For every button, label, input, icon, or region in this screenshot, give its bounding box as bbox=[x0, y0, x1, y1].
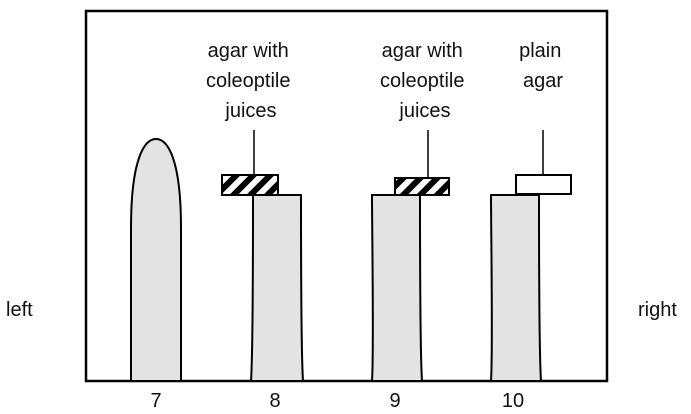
block-label-8-line-3: juices bbox=[224, 100, 276, 122]
block-label-9-line-2: coleoptile bbox=[380, 70, 465, 92]
seedling-8-cut-stem bbox=[249, 194, 305, 382]
seedling-number-7: 7 bbox=[150, 390, 161, 412]
block-label-10-line-2: agar bbox=[523, 70, 563, 92]
seedling-7-intact-coleoptile bbox=[130, 137, 182, 382]
block-label-8: agar with coleoptile juices bbox=[206, 40, 296, 122]
side-label-right: right bbox=[638, 299, 677, 321]
seedling-number-8: 8 bbox=[269, 390, 280, 412]
side-label-left: left bbox=[6, 299, 33, 321]
seedling-9-cut-stem bbox=[370, 194, 424, 382]
agar-block-with-juices-9 bbox=[394, 177, 450, 196]
block-label-8-line-1: agar with bbox=[208, 40, 289, 62]
block-label-10: plain agar bbox=[519, 40, 567, 92]
seedling-number-10: 10 bbox=[502, 390, 524, 412]
agar-block-with-juices-8 bbox=[221, 174, 279, 196]
block-label-9-line-3: juices bbox=[398, 100, 450, 122]
block-label-8-line-2: coleoptile bbox=[206, 70, 291, 92]
block-label-10-line-1: plain bbox=[519, 40, 561, 62]
seedling-10-cut-stem bbox=[489, 194, 543, 382]
seedling-number-9: 9 bbox=[389, 390, 400, 412]
agar-block-plain-10 bbox=[515, 174, 572, 195]
diagram-frame bbox=[84, 9, 609, 383]
block-label-9-line-1: agar with bbox=[382, 40, 463, 62]
block-label-9: agar with coleoptile juices bbox=[380, 40, 470, 122]
